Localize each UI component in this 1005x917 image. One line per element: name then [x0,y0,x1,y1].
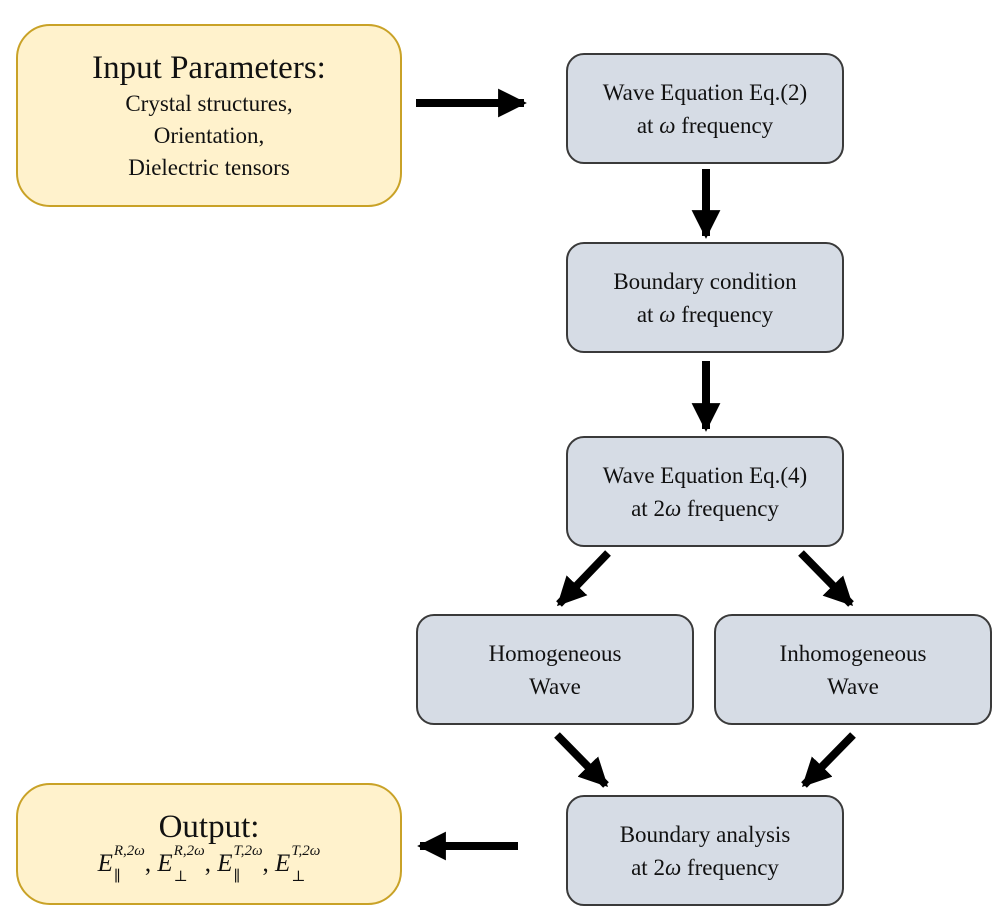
boundary-condition-frequency: at ω frequency [636,301,774,327]
wave-equation-2-box: Wave Equation Eq.(2) at ω frequency [566,53,844,164]
wave-equation-4-label: Wave Equation Eq.(4) [602,462,808,488]
boundary-condition-label: Boundary condition [613,268,797,294]
input-parameter-orientation: Orientation, [153,122,265,148]
wave-equation-2-label: Wave Equation Eq.(2) [602,79,808,105]
input-parameter-dielectric-tensors: Dielectric tensors [128,154,290,180]
homogeneous-wave-label: Wave [529,673,581,699]
boundary-analysis-box: Boundary analysis at 2ω frequency [566,795,844,906]
output-title: Output: [158,808,260,845]
input-parameters-box: Input Parameters: Crystal structures, Or… [16,24,402,207]
arrow-homogeneous-to-boundary-analysis [554,732,609,788]
wave-equation-2-frequency: at ω frequency [636,112,774,138]
homogeneous-label: Homogeneous [488,640,622,666]
arrow-inhomogeneous-to-boundary-analysis [801,732,856,788]
input-parameters-title: Input Parameters: [92,49,326,86]
wave-equation-4-box: Wave Equation Eq.(4) at 2ω frequency [566,436,844,547]
inhomogeneous-wave-box: Inhomogeneous Wave [714,614,992,725]
inhomogeneous-label: Inhomogeneous [779,640,927,666]
wave-equation-4-frequency: at 2ω frequency [631,495,779,521]
arrow-wave-eq-4-to-homogeneous [556,550,611,607]
boundary-analysis-frequency: at 2ω frequency [631,854,779,880]
boundary-condition-box: Boundary condition at ω frequency [566,242,844,353]
homogeneous-wave-box: Homogeneous Wave [416,614,694,725]
input-parameter-crystal-structures: Crystal structures, [125,90,293,116]
arrow-wave-eq-4-to-inhomogeneous [798,550,854,607]
inhomogeneous-wave-label: Wave [827,673,879,699]
boundary-analysis-label: Boundary analysis [619,821,791,847]
